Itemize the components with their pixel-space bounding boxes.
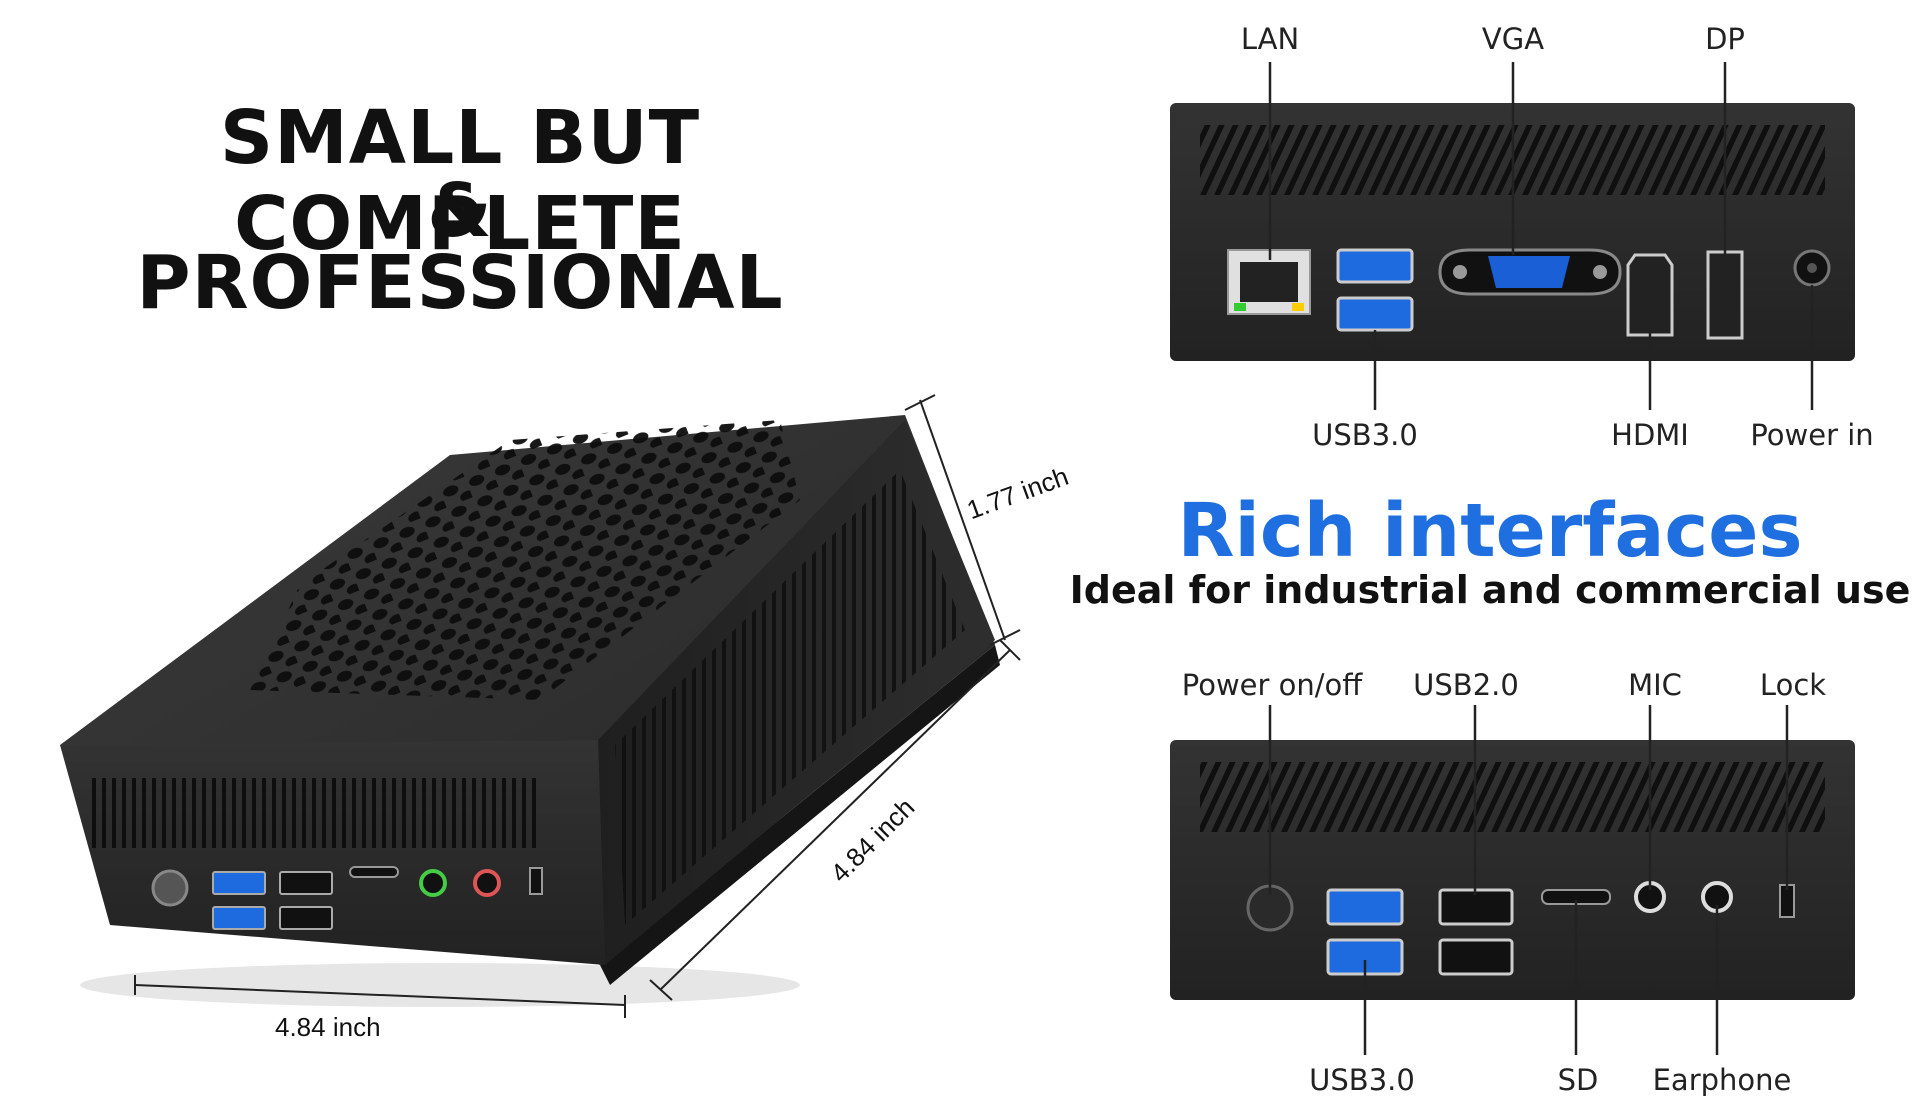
label-usb3-rear: USB3.0 [1312,418,1418,452]
rich-interfaces-title: Rich interfaces [1177,488,1803,574]
usb2-port-icon [279,871,333,895]
dimension-lines [134,394,1021,1018]
displayport-icon [1706,250,1744,340]
label-earphone: Earphone [1652,1063,1792,1097]
mic-jack-icon [419,869,447,897]
label-usb2: USB2.0 [1413,668,1519,702]
headline-line-2: & [427,168,493,254]
usb2-port-icon [279,906,333,930]
usb3-port-icon [1336,296,1414,332]
usb2-port-icon [1438,938,1514,976]
power-button-icon [151,869,189,907]
usb2-port-icon [1438,888,1514,926]
label-dp: DP [1705,22,1745,56]
headline-line-1: SMALL BUT COMPLETE [219,95,701,267]
label-power-on-off: Power on/off [1181,668,1363,702]
width-dimension-label: 4.84 inch [275,1012,381,1042]
rear-callout-lines [1268,62,1814,410]
label-lan: LAN [1240,22,1300,56]
usb3-port-icon [212,871,266,895]
label-power-in: Power in [1750,418,1874,452]
label-usb3-front: USB3.0 [1309,1063,1415,1097]
lock-slot-icon [529,867,543,895]
front-callout-lines [1268,705,1789,1055]
usb3-port-icon [1326,888,1404,926]
sd-slot-icon [349,866,399,878]
headline-line-3: PROFESSIONAL [136,240,784,326]
label-hdmi: HDMI [1611,418,1689,452]
earphone-jack-icon [473,869,501,897]
usb3-port-icon [212,906,266,930]
label-lock: Lock [1759,668,1827,702]
front-panel [1170,740,1855,1000]
label-mic: MIC [1628,668,1682,702]
label-vga: VGA [1481,22,1545,56]
usb3-port-icon [1336,248,1414,284]
label-sd: SD [1557,1063,1599,1097]
rich-interfaces-subtitle: Ideal for industrial and commercial use [1069,568,1911,612]
hdmi-port-icon [1626,253,1674,337]
mini-pc-device [60,415,1000,1007]
